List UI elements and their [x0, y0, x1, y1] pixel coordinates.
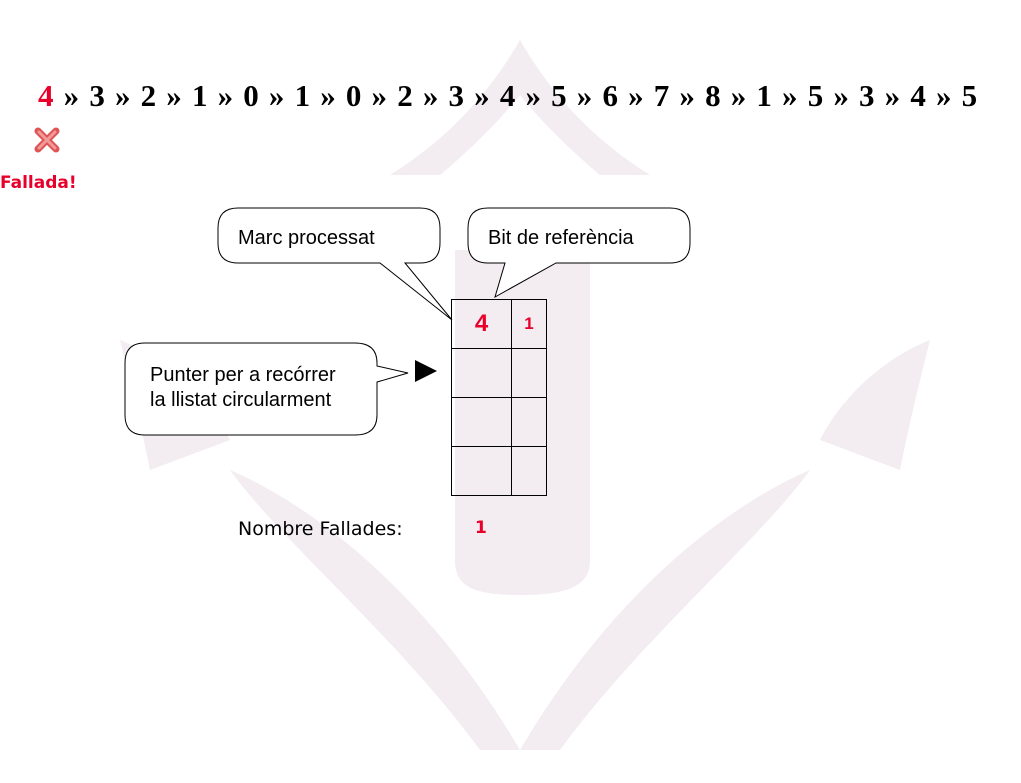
frame-page-cell: 4 — [451, 299, 512, 349]
sequence-item: 0 — [243, 78, 259, 113]
frame-bit-cell — [511, 397, 547, 447]
sequence-item: 5 — [961, 78, 978, 113]
sequence-separator: » — [114, 78, 131, 113]
fault-count-value: 1 — [475, 518, 487, 538]
reference-sequence: 4 » 3 » 2 » 1 » 0 » 1 » 0 » 2 » 3 » 4 » … — [38, 78, 977, 114]
sequence-item: 8 — [705, 78, 721, 113]
callout-marc-bubble — [217, 207, 453, 321]
frame-table: 4 1 — [451, 299, 547, 496]
sequence-separator: » — [679, 78, 696, 113]
sequence-item: 3 — [859, 78, 875, 113]
fault-status-label: Fallada! — [0, 173, 77, 193]
sequence-item: 2 — [140, 78, 157, 113]
red-x-icon — [34, 127, 60, 153]
frame-page-cell — [451, 348, 512, 398]
sequence-separator: » — [320, 78, 336, 113]
sequence-separator: » — [576, 78, 593, 113]
sequence-item: 4 — [910, 78, 927, 113]
sequence-separator: » — [166, 78, 182, 113]
callout-bit-label: Bit de referència — [488, 227, 634, 249]
sequence-separator: » — [782, 78, 798, 113]
sequence-separator: » — [525, 78, 542, 113]
sequence-separator: » — [268, 78, 285, 113]
sequence-item: 2 — [397, 78, 413, 113]
pointer-arrow-icon — [415, 360, 437, 382]
frame-page-cell — [451, 446, 512, 496]
callout-punter-bubble — [124, 342, 409, 436]
fault-count-label: Nombre Fallades: — [238, 518, 403, 540]
frame-row — [451, 446, 547, 496]
callout-marc-label: Marc processat — [238, 227, 375, 249]
sequence-separator: » — [422, 78, 439, 113]
sequence-item: 1 — [191, 78, 208, 113]
sequence-separator: » — [884, 78, 901, 113]
sequence-item: 4 — [499, 78, 516, 113]
sequence-item: 7 — [653, 78, 670, 113]
frame-bit-cell — [511, 348, 547, 398]
sequence-item: 0 — [345, 78, 362, 113]
sequence-separator: » — [63, 78, 80, 113]
callout-bit-bubble — [467, 207, 691, 299]
sequence-separator: » — [935, 78, 952, 113]
frame-page-cell — [451, 397, 512, 447]
sequence-separator: » — [833, 78, 850, 113]
callout-punter-label: Punter per a recórrer la llistat circula… — [150, 363, 336, 413]
sequence-item: 3 — [448, 78, 465, 113]
sequence-item: 5 — [551, 78, 567, 113]
sequence-item: 1 — [294, 78, 311, 113]
sequence-item: 3 — [89, 78, 106, 113]
sequence-item: 4 — [38, 78, 54, 113]
sequence-separator: » — [730, 78, 747, 113]
sequence-separator: » — [474, 78, 490, 113]
sequence-item: 5 — [807, 78, 824, 113]
sequence-separator: » — [371, 78, 388, 113]
frame-bit-cell: 1 — [511, 299, 547, 349]
sequence-separator: » — [217, 78, 234, 113]
sequence-separator: » — [628, 78, 644, 113]
frame-bit-cell — [511, 446, 547, 496]
frame-row — [451, 397, 547, 447]
callout-punter-line: la llistat circularment — [150, 389, 332, 411]
frame-row — [451, 348, 547, 398]
callout-punter-line: Punter per a recórrer — [150, 364, 336, 386]
sequence-item: 6 — [602, 78, 619, 113]
sequence-item: 1 — [756, 78, 773, 113]
frame-row: 4 1 — [451, 299, 547, 349]
